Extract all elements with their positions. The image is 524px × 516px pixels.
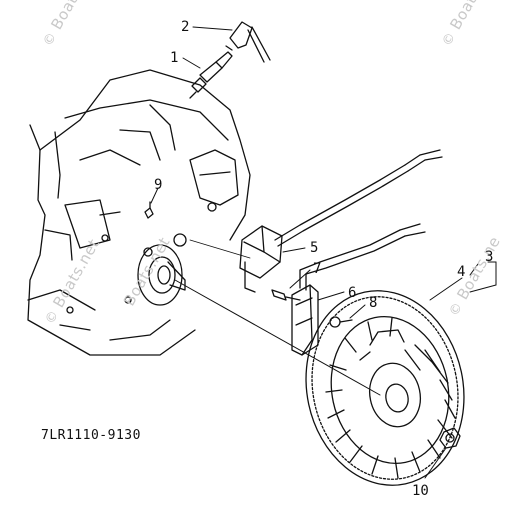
- callout-7: 7: [313, 261, 322, 277]
- callout-6: 6: [348, 285, 357, 301]
- callout-5: 5: [310, 240, 319, 256]
- callout-10: 10: [412, 483, 429, 499]
- callout-3: 3: [485, 249, 494, 265]
- callout-9: 9: [154, 177, 163, 193]
- flywheel: [305, 290, 465, 486]
- leader-lines: [150, 26, 497, 479]
- crankshaft-boss: [137, 233, 187, 306]
- engine-block: [27, 69, 251, 356]
- screw-9: [144, 201, 154, 219]
- screw-7: [271, 289, 301, 301]
- callout-1: 1: [170, 50, 179, 66]
- callout-8: 8: [369, 295, 378, 311]
- part-code: 7LR1110-9130: [41, 428, 141, 443]
- flywheel-nut: [439, 427, 461, 449]
- spark-plug: [189, 51, 233, 99]
- screw-8: [329, 316, 353, 328]
- callout-2: 2: [181, 19, 190, 35]
- plug-cap: [225, 21, 271, 63]
- ignition-coil: [239, 149, 443, 293]
- callout-4: 4: [457, 264, 466, 280]
